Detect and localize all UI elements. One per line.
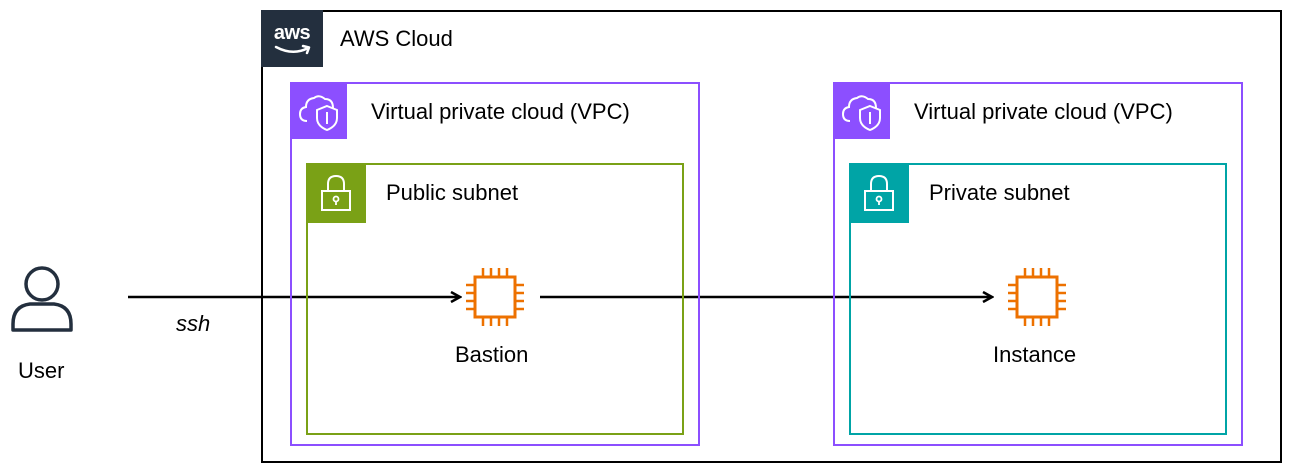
padlock-icon	[321, 174, 351, 211]
aws-cloud-group	[261, 10, 1282, 463]
vpc-group-2	[833, 82, 1243, 446]
private-subnet-badge	[849, 163, 909, 223]
aws-logo-text: aws	[273, 21, 311, 44]
private-subnet-group	[849, 163, 1227, 435]
vpc-group-1	[290, 82, 700, 446]
private-subnet-title: Private subnet	[929, 180, 1070, 205]
vpc-badge-2	[833, 82, 890, 139]
bastion-ec2-chip-icon	[466, 268, 524, 326]
aws-logo-badge: aws	[261, 10, 323, 67]
public-subnet-badge	[306, 163, 366, 223]
instance-label: Instance	[993, 342, 1077, 367]
public-subnet-group	[306, 163, 684, 435]
padlock-icon	[864, 174, 894, 211]
user-icon	[11, 266, 73, 332]
aws-cloud-title: AWS Cloud	[340, 26, 453, 51]
aws-logo-icon: aws	[270, 22, 314, 56]
vpc-badge-1	[290, 82, 347, 139]
vpc-title-1: Virtual private cloud (VPC)	[371, 99, 630, 124]
bastion-label: Bastion	[455, 342, 529, 367]
instance-ec2-chip-icon	[1008, 268, 1066, 326]
public-subnet-title: Public subnet	[386, 180, 519, 205]
user-label: User	[18, 358, 65, 383]
ssh-label: ssh	[176, 311, 211, 336]
vpc-cloud-shield-icon	[298, 94, 338, 131]
vpc-cloud-shield-icon	[841, 94, 881, 131]
vpc-title-2: Virtual private cloud (VPC)	[914, 99, 1173, 124]
